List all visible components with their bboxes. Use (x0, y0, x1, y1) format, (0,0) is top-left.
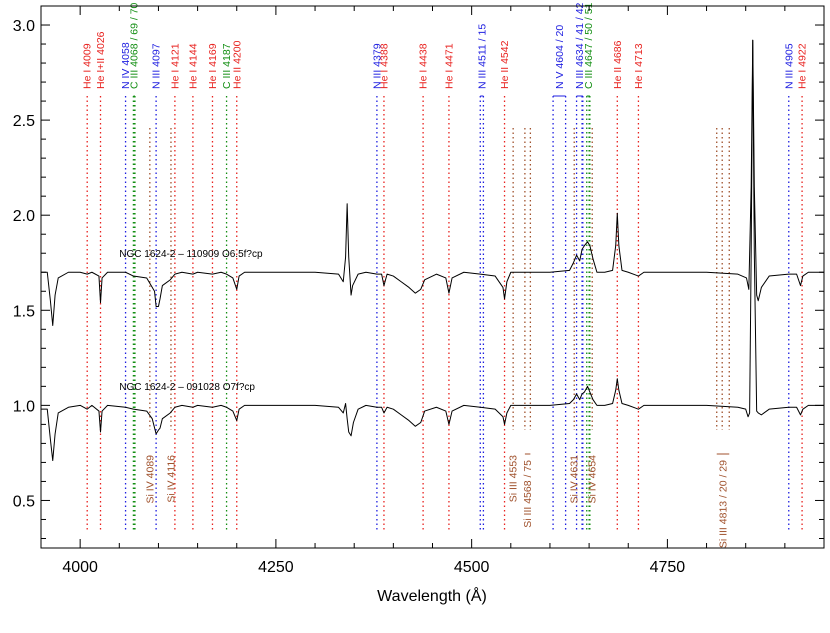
line-id-he-i-ii-4026: He I+II 4026 (95, 31, 107, 530)
line-id-c-iii-4647-50-51: C III 4647 / 50 / 51 (583, 2, 595, 530)
line-id-si-iii-4813-20-29: Si III 4813 / 20 / 29 (716, 128, 730, 548)
line-label: Si IV 4631 (569, 455, 581, 504)
line-id-he-i-4922: He I 4922 (797, 43, 809, 530)
line-id-he-ii-4686: He II 4686 (612, 40, 624, 530)
line-id-si-iii-4553: Si III 4553 (508, 128, 520, 502)
line-label: He I 4144 (187, 43, 199, 89)
spectrum-label: NGC 1624-2 – 110909 O6.5f?cp (119, 249, 263, 260)
x-tick-label: 4000 (62, 559, 98, 576)
line-label: N V 4604 / 20 (554, 25, 566, 89)
y-tick-label: 2.0 (13, 208, 35, 225)
line-label: He I+II 4026 (95, 31, 107, 89)
line-label: C III 4068 / 69 / 70 (129, 2, 141, 89)
line-label: Si III 4813 / 20 / 29 (717, 460, 729, 548)
line-id-si-iii-4568-75: Si III 4568 / 75 (522, 128, 534, 528)
x-tick-label: 4250 (258, 559, 294, 576)
line-label: C III 4647 / 50 / 51 (583, 2, 595, 89)
spectrum-series-0 (41, 39, 824, 326)
line-label: Si III 4553 (508, 455, 520, 502)
spectrum-label: NGC 1624-2 – 091028 O7f?cp (119, 382, 255, 393)
line-label: N III 4511 / 15 (476, 24, 488, 89)
line-label: N III 4905 (783, 43, 795, 89)
line-label: He I 4438 (418, 43, 430, 89)
line-label: N IV 4058 (120, 42, 132, 89)
line-label: He I 4388 (378, 43, 390, 89)
line-id-n-v-4604-20: N V 4604 / 20 (552, 25, 567, 530)
line-id-n-iii-4634-41-42: N III 4634 / 41 / 42 (574, 2, 586, 530)
line-label: He I 4121 (169, 43, 181, 89)
y-tick-label: 1.5 (13, 303, 35, 320)
spectrum-series-1 (41, 39, 824, 462)
line-label: N III 4634 / 41 / 42 (574, 2, 586, 89)
line-id-he-i-4438: He I 4438 (418, 43, 430, 530)
line-id-he-i-4471: He I 4471 (443, 43, 455, 530)
line-id-n-iii-4905: N III 4905 (783, 43, 795, 530)
line-label: Si IV 4654 (587, 455, 599, 504)
line-id-he-i-4713: He I 4713 (633, 43, 645, 530)
line-id-n-iii-4379: N III 4379 (371, 43, 383, 530)
y-tick-label: 1.0 (13, 398, 35, 415)
line-label: He I 4922 (797, 43, 809, 89)
line-id-he-ii-4542: He II 4542 (499, 40, 511, 530)
line-id-si-iv-4654: Si IV 4654 (587, 128, 599, 503)
line-label: N III 4379 (371, 43, 383, 89)
line-label: He II 4200 (231, 40, 243, 89)
line-label: He I 4713 (633, 43, 645, 89)
line-id-n-iii-4511-15: N III 4511 / 15 (476, 24, 488, 530)
line-id-c-iii-4068-69-70: C III 4068 / 69 / 70 (129, 2, 141, 530)
line-id-he-i-4121: He I 4121 (169, 43, 181, 530)
line-id-c-iii-4187: C III 4187 (221, 43, 233, 530)
y-tick-label: 2.5 (13, 113, 35, 130)
x-axis-label: Wavelength (Å) (377, 586, 487, 605)
line-label: He II 4542 (499, 40, 511, 89)
line-label: N III 4097 (151, 43, 163, 89)
line-label: He I 4169 (207, 43, 219, 89)
line-id-he-i-4009: He I 4009 (82, 43, 94, 530)
line-label: He I 4471 (443, 43, 455, 89)
line-id-he-ii-4200: He II 4200 (231, 40, 243, 530)
line-id-he-i-4144: He I 4144 (187, 43, 199, 530)
axis-ticks: 4000 4250 4500 4750 0.5 1.0 1.5 2.0 2.5 3.0 (13, 5, 825, 576)
line-id-n-iv-4058: N IV 4058 (120, 42, 132, 530)
line-id-he-i-4169: He I 4169 (207, 43, 219, 530)
line-label: He II 4686 (612, 40, 624, 89)
line-label: C III 4187 (221, 43, 233, 89)
line-id-si-iv-4116: Si IV 4116 (165, 128, 177, 503)
line-id-si-iv-4631: Si IV 4631 (569, 128, 581, 503)
line-label: Si III 4568 / 75 (522, 460, 534, 528)
line-id-he-i-4388: He I 4388 (378, 43, 390, 530)
x-tick-label: 4750 (650, 559, 686, 576)
line-label: Si IV 4116 (165, 455, 177, 503)
line-label: Si IV 4089 (144, 455, 156, 504)
x-tick-label: 4500 (454, 559, 490, 576)
line-id-si-iv-4089: Si IV 4089 (144, 128, 156, 503)
y-tick-label: 0.5 (13, 493, 35, 510)
line-label: He I 4009 (82, 43, 94, 89)
line-id-n-iii-4097: N III 4097 (151, 43, 163, 530)
y-tick-label: 3.0 (13, 18, 35, 35)
